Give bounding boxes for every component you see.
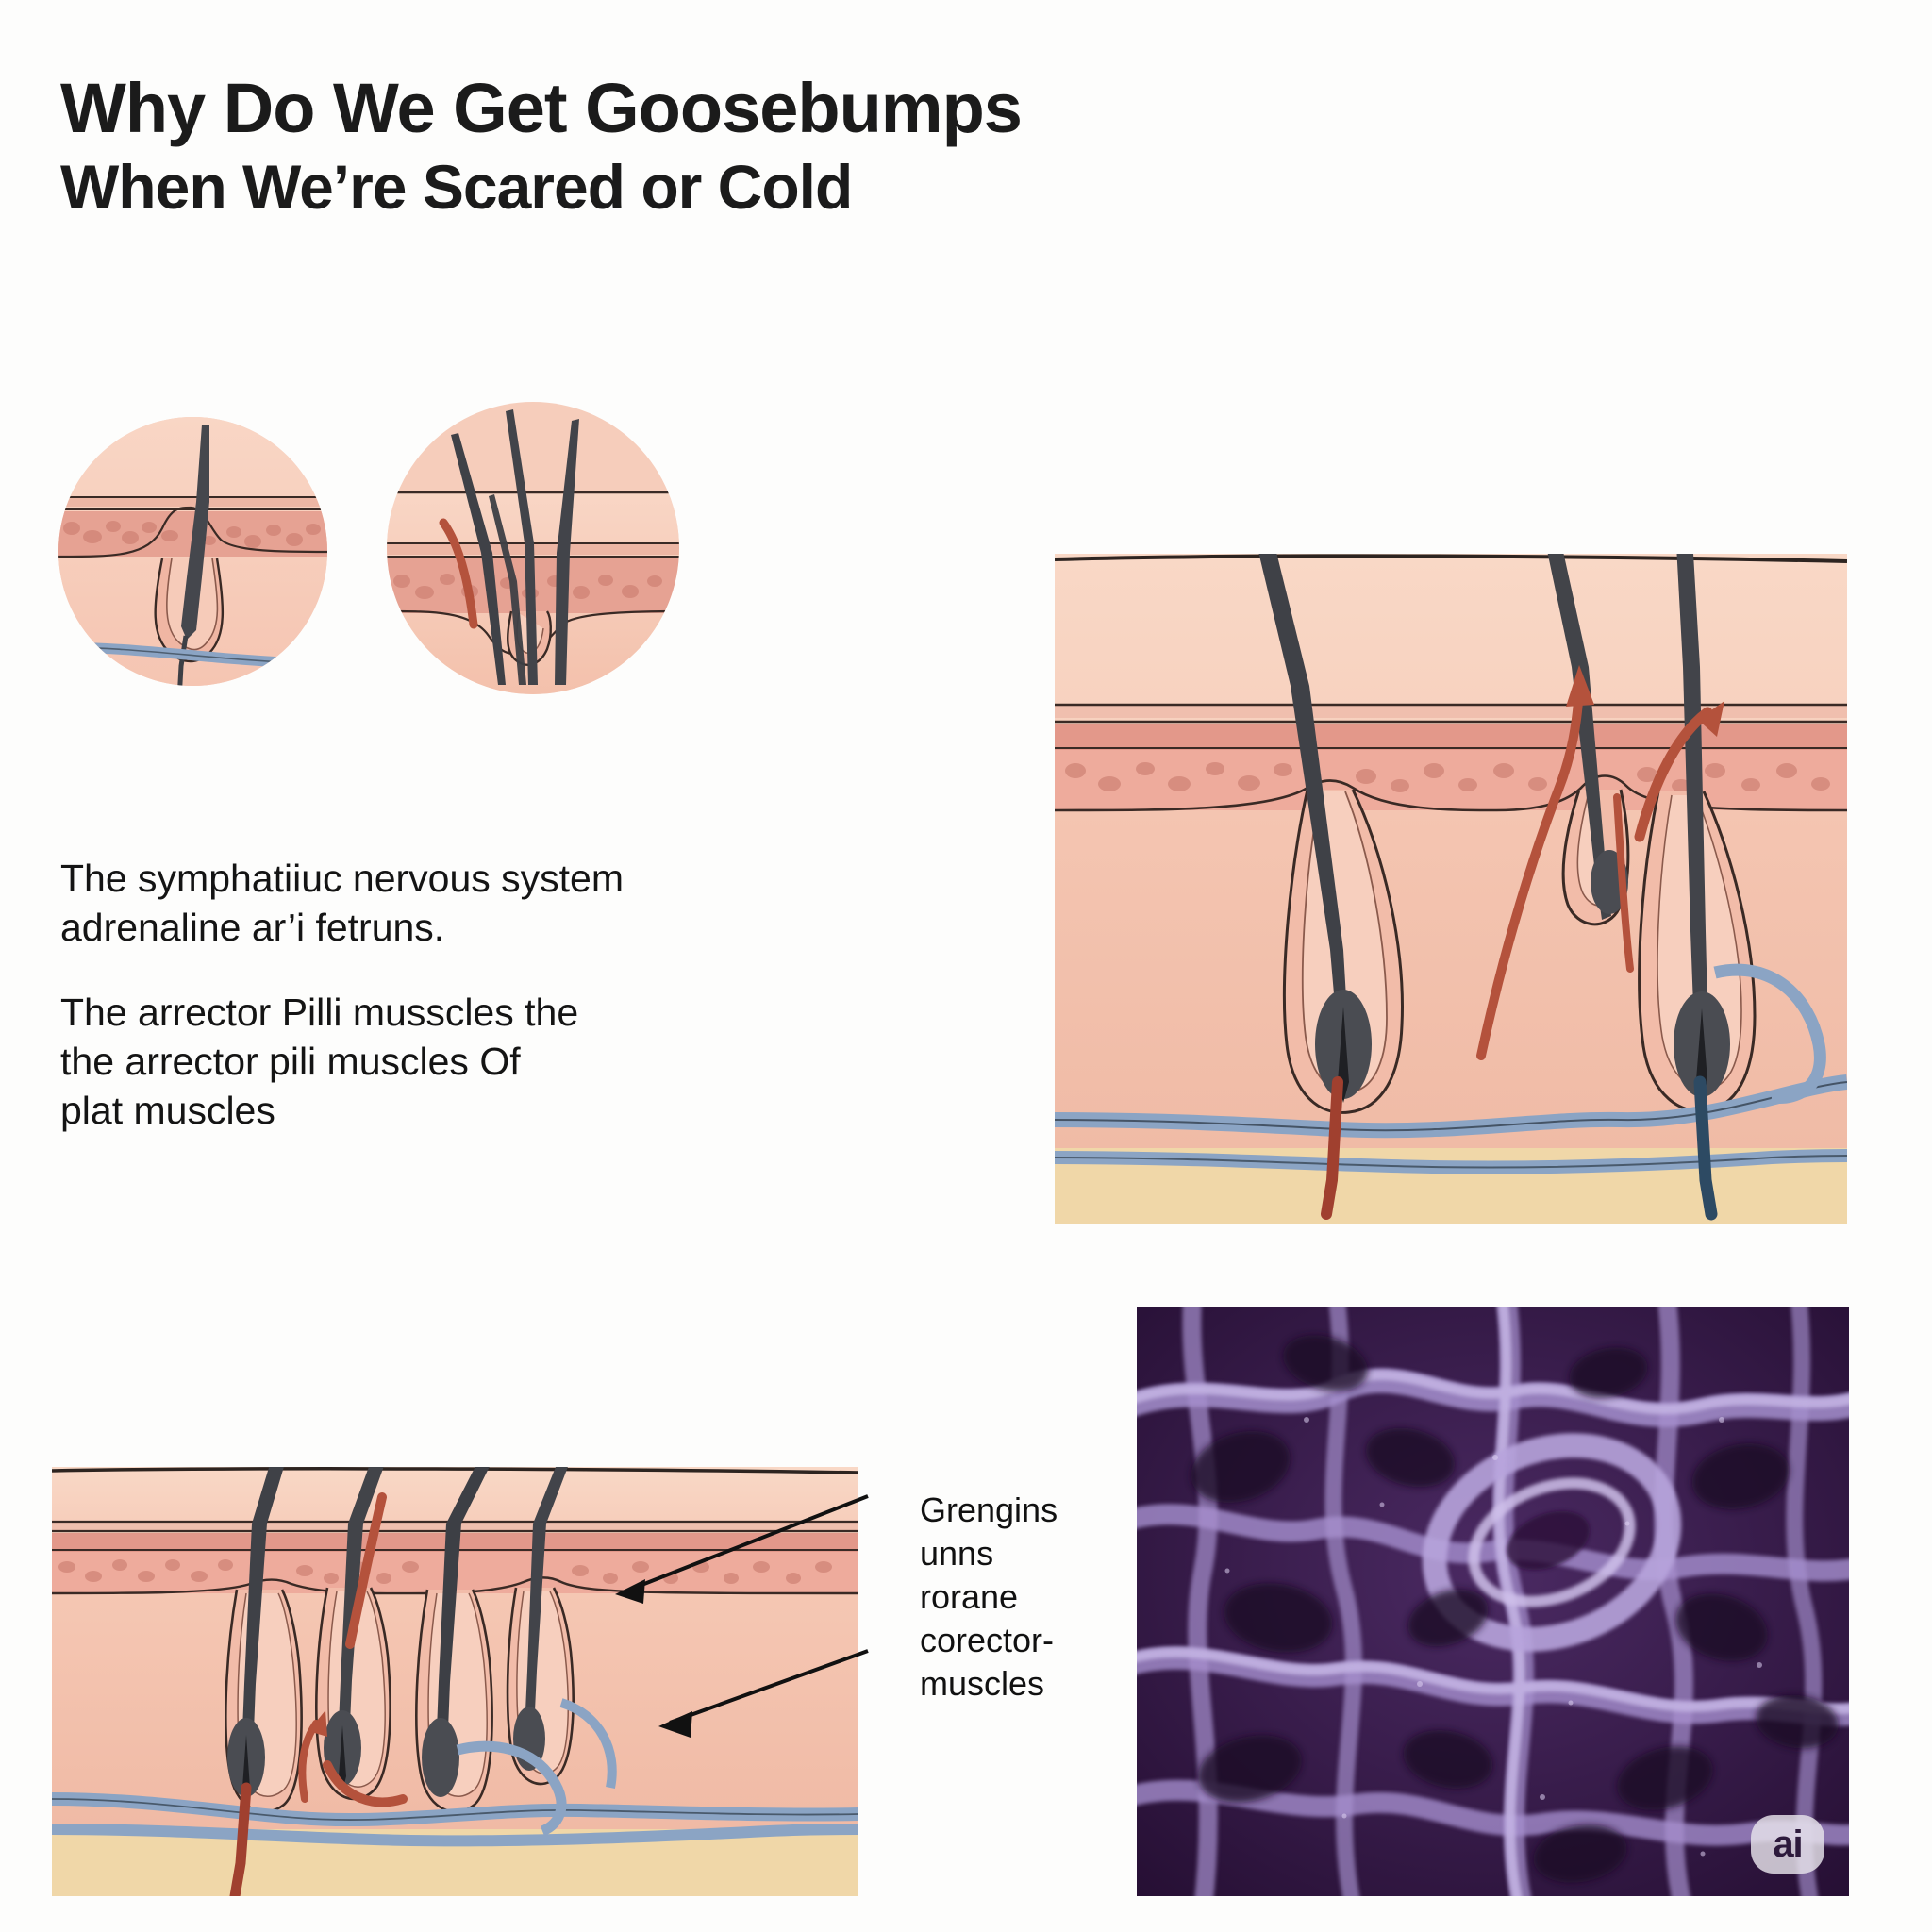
figure-contracted-follicle <box>387 402 679 694</box>
collagen-micrograph-image <box>1137 1307 1849 1896</box>
figure-skin-cross-section-multi <box>52 1467 858 1896</box>
paragraph-1-line-1: The symphatiiuc nervous system <box>60 857 625 900</box>
figure-skin-cross-section-raised <box>1055 554 1847 1224</box>
callout-label: Grengins unns rorane corector- muscles <box>920 1489 1058 1706</box>
page-title: Why Do We Get Goosebumps When We’re Scar… <box>60 68 1381 225</box>
paragraph-1: The symphatiiuc nervous system adrenalin… <box>60 854 909 952</box>
leader-arrow-upper <box>615 1579 645 1604</box>
leader-line-lower <box>669 1649 869 1724</box>
callout-line-5: muscles <box>920 1664 1045 1703</box>
callout-line-1: Grengins <box>920 1491 1058 1529</box>
paragraph-2-line-1: The arrector Pilli musscles the <box>60 991 579 1034</box>
leader-arrow-lower <box>658 1711 692 1738</box>
title-line-1: Why Do We Get Goosebumps <box>60 69 1023 147</box>
paragraph-2-line-2: the arrector pili muscles Of <box>60 1040 521 1083</box>
callout-line-4: corector- <box>920 1621 1055 1659</box>
figure-relaxed-follicle <box>58 417 327 686</box>
title-line-2: When We’re Scared or Cold <box>60 152 853 222</box>
callout-leader-lines <box>615 1494 869 1738</box>
paragraph-1-line-2: adrenaline ar’i fetruns. <box>60 906 445 949</box>
ai-badge-label: ai <box>1773 1823 1803 1865</box>
ai-watermark-badge: ai <box>1751 1815 1824 1874</box>
callout-line-2: unns <box>920 1534 994 1573</box>
relaxed-follicle-diagram <box>58 417 327 686</box>
contracted-follicle-diagram <box>387 409 679 694</box>
skin-cross-section-raised-diagram <box>1055 554 1847 1224</box>
paragraph-2: The arrector Pilli musscles the the arre… <box>60 988 909 1135</box>
figure-collagen-micrograph: ai <box>1137 1307 1849 1896</box>
paragraph-2-line-3: plat muscles <box>60 1089 275 1132</box>
callout-line-3: rorane <box>920 1577 1019 1616</box>
body-copy: The symphatiiuc nervous system adrenalin… <box>60 854 909 1171</box>
skin-cross-section-multi-diagram <box>52 1467 858 1896</box>
leader-line-upper <box>622 1494 869 1594</box>
